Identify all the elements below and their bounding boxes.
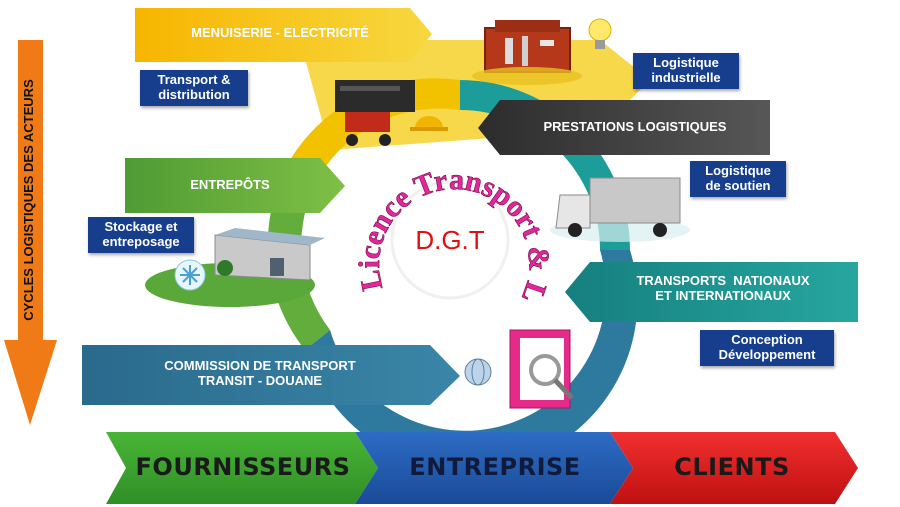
tag-stockage-entreposage: Stockage et entreposage bbox=[88, 217, 194, 253]
delivery-truck-illustration bbox=[550, 177, 690, 242]
flow-arrow-clients bbox=[610, 432, 858, 504]
entrepots-label: ENTREPÔTS bbox=[190, 177, 270, 192]
tag-transport-distribution: Transport & distribution bbox=[140, 70, 248, 106]
tag-conception-line-2: Développement bbox=[718, 346, 816, 362]
light-bulb-icon bbox=[588, 18, 612, 49]
tag-stockage-line-1: Stockage et bbox=[104, 219, 178, 234]
snowflake-icon bbox=[174, 259, 206, 291]
entrepots-banner bbox=[125, 158, 345, 213]
tool-box-illustration bbox=[472, 20, 582, 85]
commission-line-1: COMMISSION DE TRANSPORT bbox=[164, 358, 356, 373]
flow-label-entreprise: ENTREPRISE bbox=[409, 453, 581, 481]
tag-transport-line-1: Transport & bbox=[157, 72, 231, 87]
flow-label-clients: CLIENTS bbox=[674, 453, 790, 481]
container-truck-illustration bbox=[335, 80, 415, 146]
tag-conception-developpement: Conception Développement bbox=[700, 330, 834, 366]
menuiserie-label: MENUISERIE - ELECTRICITÉ bbox=[191, 25, 369, 40]
transports-banner bbox=[565, 262, 858, 322]
transports-line-2: ET INTERNATIONAUX bbox=[655, 287, 791, 303]
flow-arrow-fournisseurs bbox=[106, 432, 378, 504]
tag-transport-line-2: distribution bbox=[158, 86, 230, 102]
hard-hat-icon bbox=[410, 116, 448, 131]
commission-banner bbox=[82, 345, 460, 405]
tag-logistique-ind-line-2: industrielle bbox=[651, 69, 721, 85]
flow-label-fournisseurs: FOURNISSEURS bbox=[135, 453, 351, 481]
side-label-text: CYCLES LOGISTIQUES DES ACTEURS bbox=[21, 79, 36, 321]
center-circle bbox=[390, 180, 510, 300]
tag-logistique-sout-line-2: de soutien bbox=[705, 177, 771, 193]
transports-line-1: TRANSPORTS NATIONAUX bbox=[636, 273, 810, 288]
vertical-orange-arrow bbox=[4, 40, 57, 425]
prestations-label: PRESTATIONS LOGISTIQUES bbox=[543, 119, 727, 134]
flow-arrow-entreprise bbox=[355, 432, 633, 504]
transports-label: TRANSPORTS NATIONAUX ET INTERNATIONAUX bbox=[592, 273, 854, 304]
side-label: CYCLES LOGISTIQUES DES ACTEURS bbox=[21, 50, 39, 350]
commission-line-2: TRANSIT - DOUANE bbox=[197, 372, 323, 388]
tag-logistique-sout-line-1: Logistique bbox=[705, 163, 771, 178]
blue-ring-segment bbox=[305, 250, 638, 471]
yellow-ring-segment bbox=[290, 78, 460, 175]
tag-conception-line-1: Conception bbox=[731, 332, 803, 347]
prestations-banner bbox=[478, 100, 770, 155]
center-title: D.G.T bbox=[415, 225, 484, 255]
folder-magnifier-illustration bbox=[509, 329, 574, 409]
tag-stockage-line-2: entreposage bbox=[102, 233, 180, 249]
globe-icon bbox=[464, 358, 492, 386]
tag-logistique-industrielle: Logistique industrielle bbox=[633, 53, 739, 89]
commission-label: COMMISSION DE TRANSPORT TRANSIT - DOUANE bbox=[95, 358, 425, 389]
tag-logistique-soutien: Logistique de soutien bbox=[690, 161, 786, 197]
tag-logistique-ind-line-1: Logistique bbox=[653, 55, 719, 70]
menuiserie-banner bbox=[135, 8, 432, 62]
